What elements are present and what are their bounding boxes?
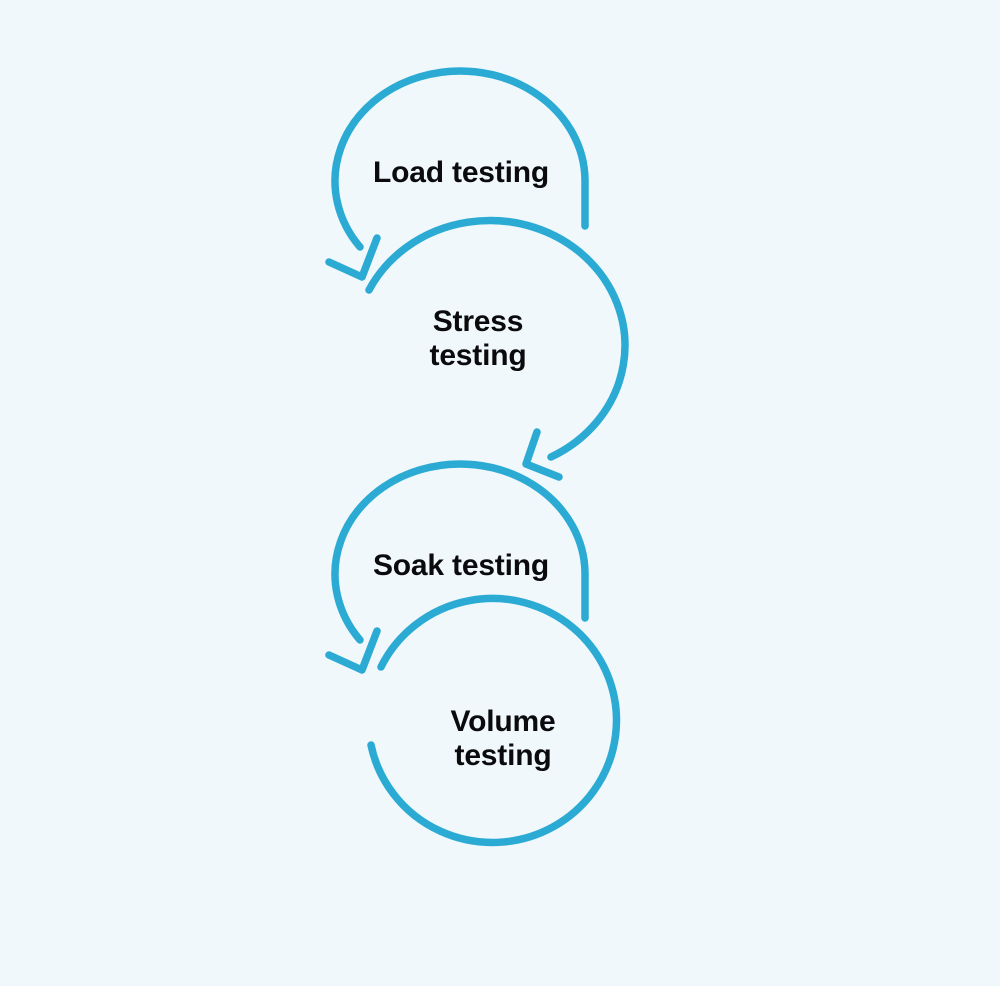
soak-testing-arc-group: [325, 460, 589, 674]
volume-testing-circle-path: [367, 594, 621, 847]
volume-testing-circle-group: [367, 594, 621, 847]
stress-testing-arc-group: [365, 216, 629, 481]
soak-testing-arrowhead: [325, 627, 381, 674]
stress-testing-arc-path: [365, 216, 629, 461]
load-testing-arc-path: [331, 67, 589, 251]
soak-testing-arc-path: [331, 460, 589, 644]
stress-testing-arrowhead: [522, 428, 563, 481]
load-testing-arc-group: [325, 67, 589, 281]
load-testing-arrowhead: [325, 234, 381, 281]
